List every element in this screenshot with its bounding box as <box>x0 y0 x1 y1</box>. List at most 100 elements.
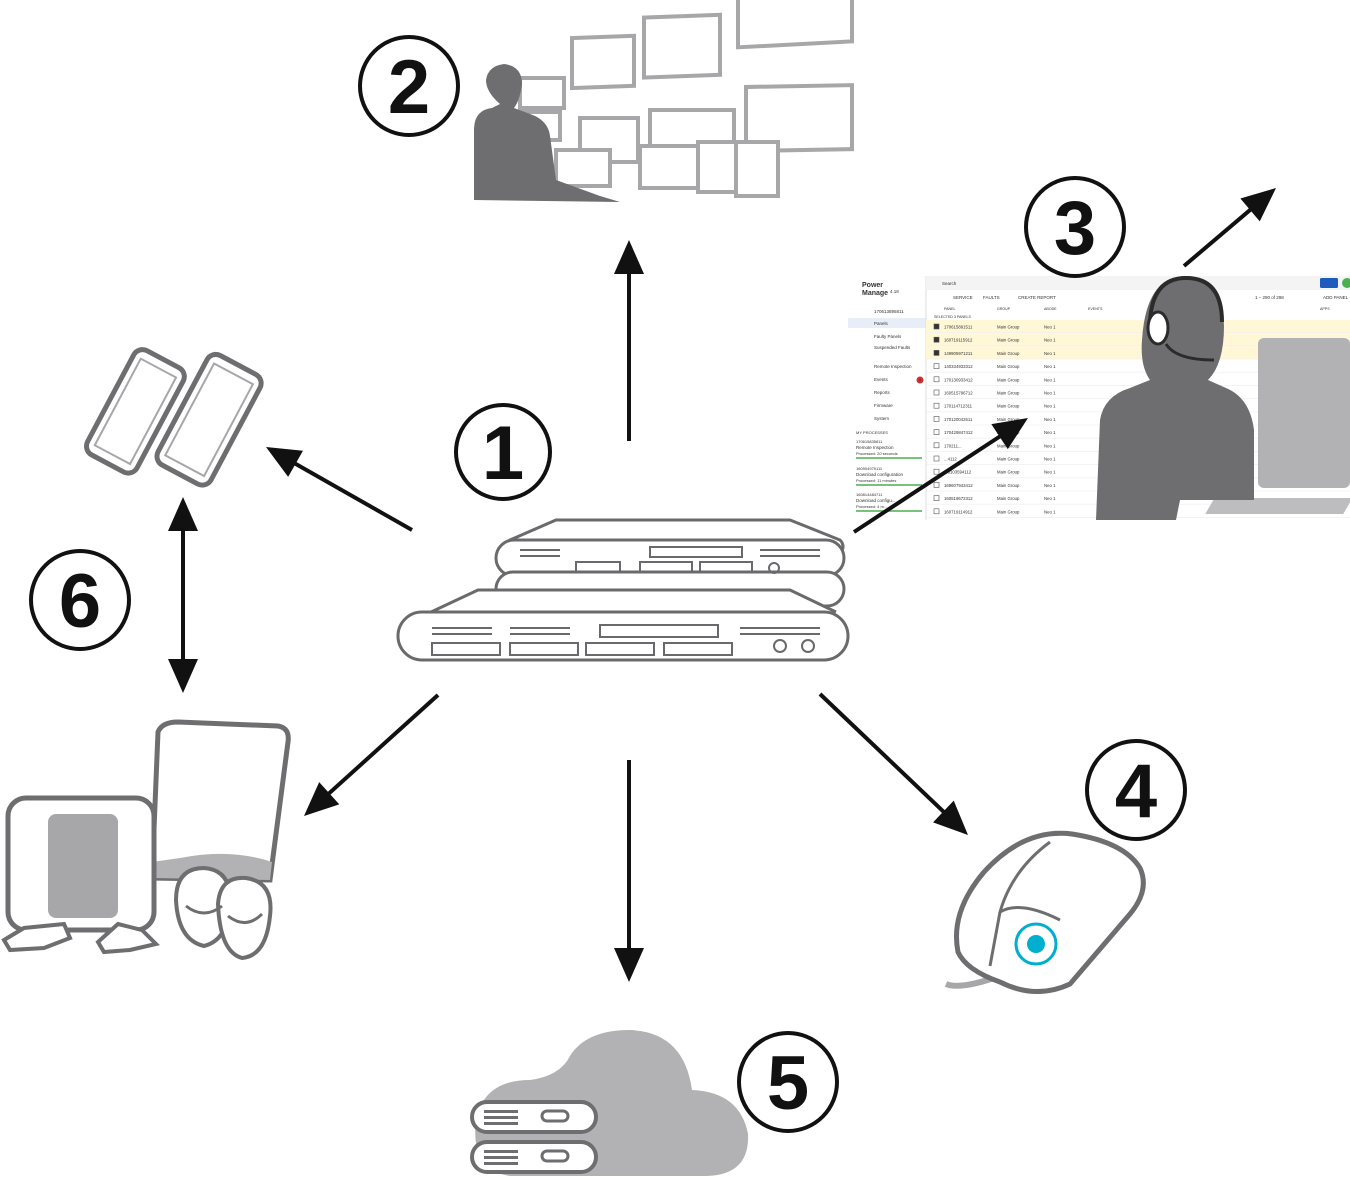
row-checkbox[interactable] <box>933 429 940 435</box>
table-cell-abode: Neo 1 <box>1044 457 1056 462</box>
svg-text:FAULTS: FAULTS <box>983 295 1000 300</box>
table-cell-group: Main Group <box>997 325 1020 330</box>
table-cell-group: Main Group <box>997 377 1020 382</box>
table-cell-abode: Neo 1 <box>1044 364 1056 369</box>
table-cell-abode: Neo 1 <box>1044 509 1056 514</box>
table-cell-abode: Neo 1 <box>1044 417 1056 422</box>
security-panel-devices-icon <box>1 719 291 961</box>
table-cell-panel: 160515796712 <box>944 391 973 396</box>
table-cell-abode: Neo 1 <box>1044 496 1056 501</box>
table-cell-panel: 160519672312 <box>944 496 973 501</box>
svg-text:4: 4 <box>1115 749 1157 834</box>
table-cell-group: Main Group <box>997 404 1020 409</box>
row-checkbox[interactable] <box>933 442 940 449</box>
row-checkbox[interactable] <box>933 336 940 343</box>
svg-text:3: 3 <box>1054 186 1096 271</box>
table-cell-panel: 140334933312 <box>944 364 973 369</box>
table-cell-group: Main Group <box>997 338 1020 343</box>
svg-text:GROUP: GROUP <box>997 307 1011 311</box>
table-cell-abode: Neo 1 <box>1044 377 1056 382</box>
row-checkbox[interactable] <box>933 416 940 422</box>
arrow-to-power-manage-line <box>852 430 1008 534</box>
table-cell-panel: 170211... <box>944 443 962 448</box>
table-cell-panel: 170114712311 <box>944 404 973 409</box>
table-cell-group: Main Group <box>997 364 1020 369</box>
table-cell-group: Main Group <box>997 391 1020 396</box>
operator-with-headset-icon <box>1096 275 1350 520</box>
svg-text:Power: Power <box>862 282 883 289</box>
table-cell-panel: 149905971211 <box>944 351 973 356</box>
row-checkbox[interactable] <box>933 495 940 501</box>
svg-text:Firmware: Firmware <box>874 403 893 408</box>
svg-text:Download configu...: Download configu... <box>856 498 896 503</box>
svg-text:SELECTED 3 PANELS: SELECTED 3 PANELS <box>934 315 971 319</box>
table-cell-abode: Neo 1 <box>1044 430 1056 435</box>
svg-text:PANEL: PANEL <box>944 307 956 311</box>
table-cell-panel: ...4112 <box>944 457 957 462</box>
selected-row-highlight <box>926 333 1350 346</box>
table-cell-panel: 170120042611 <box>944 417 973 422</box>
mobile-phones-icon <box>84 347 264 488</box>
marker-5: 5 <box>737 1031 839 1133</box>
row-checkbox[interactable] <box>933 508 940 515</box>
svg-text:1: 1 <box>482 411 524 496</box>
row-checkbox[interactable] <box>933 376 940 383</box>
marker-2: 2 <box>358 35 460 137</box>
svg-text:EVENTS: EVENTS <box>1088 307 1103 311</box>
marker-1: 1 <box>454 403 552 501</box>
arrow-to-mouse-head <box>933 800 968 835</box>
row-checkbox[interactable] <box>933 455 940 462</box>
arrow-to-monitoring-head <box>614 240 644 274</box>
svg-text:170615835811: 170615835811 <box>856 439 883 444</box>
arrow-outbound-line <box>1182 203 1258 268</box>
table-cell-abode: Neo 1 <box>1044 338 1056 343</box>
table-cell-abode: Neo 1 <box>1044 325 1056 330</box>
arrow-to-cloud-head <box>614 948 644 982</box>
svg-text:Remote Inspection: Remote Inspection <box>856 445 894 450</box>
computer-mouse-icon <box>944 830 1146 995</box>
arrow-to-phones-head <box>266 447 303 477</box>
table-cell-group: Main Group <box>997 457 1020 462</box>
table-cell-abode: Neo 1 <box>1044 483 1056 488</box>
svg-text:9: 9 <box>919 378 922 383</box>
table-cell-abode: Neo 1 <box>1044 391 1056 396</box>
arrow-to-panel-head <box>304 782 340 816</box>
svg-text:5: 5 <box>767 1041 809 1126</box>
svg-text:MY PROCESSES: MY PROCESSES <box>856 430 888 435</box>
svg-text:Processed: 11 minutes: Processed: 11 minutes <box>856 478 896 483</box>
svg-text:Download configuration: Download configuration <box>856 472 904 477</box>
table-cell-group: Main Group <box>997 483 1020 488</box>
svg-text:Events: Events <box>874 377 889 382</box>
marker-6: 6 <box>29 549 131 651</box>
row-checkbox[interactable] <box>933 323 940 330</box>
svg-text:1 – 290 of 298: 1 – 290 of 298 <box>1255 295 1284 300</box>
table-cell-abode: Neo 1 <box>1044 443 1056 448</box>
table-cell-abode: Neo 1 <box>1044 404 1056 409</box>
marker-4: 4 <box>1085 739 1187 841</box>
svg-text:Processed: 4 m...: Processed: 4 m... <box>856 504 887 509</box>
table-cell-group: Main Group <box>997 496 1020 501</box>
row-checkbox[interactable] <box>933 482 940 488</box>
row-checkbox[interactable] <box>933 402 940 409</box>
svg-text:APPS: APPS <box>1320 307 1330 311</box>
svg-text:Remote Inspection: Remote Inspection <box>874 364 912 369</box>
row-checkbox[interactable] <box>933 389 940 396</box>
table-cell-panel: 170429847412 <box>944 430 973 435</box>
table-cell-group: Main Group <box>997 509 1020 514</box>
monitoring-station-icon <box>474 0 854 202</box>
arrow-phones-panel-head <box>168 659 198 693</box>
arrow-to-power-manage-head <box>991 418 1028 450</box>
row-checkbox[interactable] <box>933 468 940 475</box>
row-checkbox[interactable] <box>933 363 940 369</box>
row-checkbox[interactable] <box>933 350 940 356</box>
table-cell-group: Main Group <box>997 470 1020 475</box>
svg-text:4.18: 4.18 <box>890 289 899 294</box>
marker-3: 3 <box>1024 176 1126 278</box>
cloud-servers-icon <box>470 1030 749 1176</box>
svg-text:Suspended Faults: Suspended Faults <box>874 345 911 350</box>
svg-text:Processed: 20 seconds: Processed: 20 seconds <box>856 451 898 456</box>
table-cell-group: Main Group <box>997 351 1020 356</box>
svg-text:2: 2 <box>388 45 430 130</box>
svg-text:Manage: Manage <box>862 290 888 297</box>
